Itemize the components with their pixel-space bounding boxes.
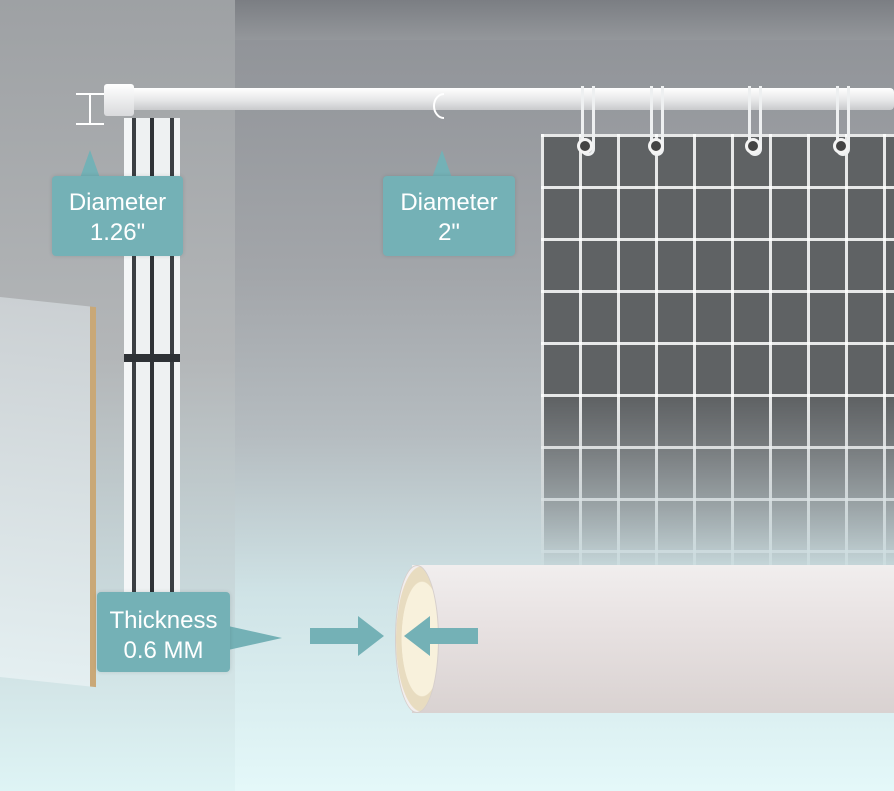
arrow-right-icon bbox=[310, 616, 384, 656]
callout-tail bbox=[432, 150, 452, 178]
callout-title: Thickness bbox=[109, 607, 218, 634]
grommet-ring bbox=[833, 138, 849, 154]
callout-value: 2" bbox=[438, 219, 460, 246]
callout-title: Diameter bbox=[400, 189, 498, 216]
callout-tail bbox=[80, 150, 100, 178]
curtain-hook bbox=[650, 86, 664, 156]
curtain-hook bbox=[836, 86, 850, 156]
curtain-rod bbox=[110, 88, 894, 110]
callout-value: 1.26" bbox=[89, 219, 146, 246]
callout-value: 0.6 MM bbox=[123, 637, 204, 664]
callout-rod-diameter: Diameter 2" bbox=[383, 176, 515, 256]
arc-dimension-icon bbox=[430, 92, 450, 120]
i-beam-dimension-icon bbox=[72, 92, 108, 126]
callout-rod-end-diameter: Diameter 1.26" bbox=[52, 176, 183, 256]
callout-tail bbox=[228, 626, 282, 650]
curtain-hook bbox=[581, 86, 595, 156]
curtain-hook bbox=[748, 86, 762, 156]
arrow-left-icon bbox=[404, 616, 478, 656]
grommet-ring bbox=[745, 138, 761, 154]
rod-end-cap bbox=[104, 84, 134, 116]
grid-shower-curtain bbox=[541, 134, 894, 574]
callout-title: Diameter bbox=[68, 189, 167, 216]
callout-tube-thickness: Thickness 0.6 MM bbox=[97, 592, 230, 672]
wall-frame bbox=[0, 292, 96, 688]
grommet-ring bbox=[577, 138, 593, 154]
grommet-ring bbox=[648, 138, 664, 154]
rod-tube-closeup bbox=[412, 565, 894, 713]
